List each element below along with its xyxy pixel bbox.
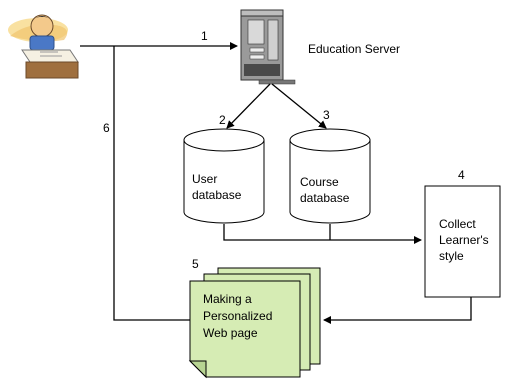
course-database-label-line2: database [300,191,350,205]
learner-style-line3: style [439,249,464,263]
learner-style-line1: Collect [439,217,476,231]
step-1-label: 1 [201,29,208,43]
user-database: User database [183,128,265,224]
learner-icon [8,14,79,79]
course-database-label-line1: Course [300,175,339,189]
learner-style-line2: Learner's [439,233,489,247]
step-3-label: 3 [323,108,330,122]
step-4-label: 4 [458,168,465,182]
arrow-server-to-course-db [271,83,327,129]
user-database-label-line2: database [192,188,242,202]
education-server-label: Education Server [308,42,400,56]
arrow-databases-to-style-box [223,224,422,244]
step-2-label: 2 [219,113,226,127]
arrow-web-page-to-learner [113,46,190,321]
web-page-line3: Web page [203,326,258,340]
step-5-label: 5 [192,257,199,271]
web-page-line2: Personalized [203,309,272,323]
web-page-line1: Making a [203,292,252,306]
arrow-server-to-user-db [226,83,271,129]
arrow-style-box-to-web-page [323,297,472,324]
personalized-web-page: Making a Personalized Web page [188,267,321,379]
connectors [80,42,472,324]
user-database-label-line1: User [192,172,217,186]
server-icon [240,9,296,85]
step-6-label: 6 [103,121,110,135]
learner-style-box: Collect Learner's style [424,185,501,298]
course-database: Course database [289,128,371,224]
